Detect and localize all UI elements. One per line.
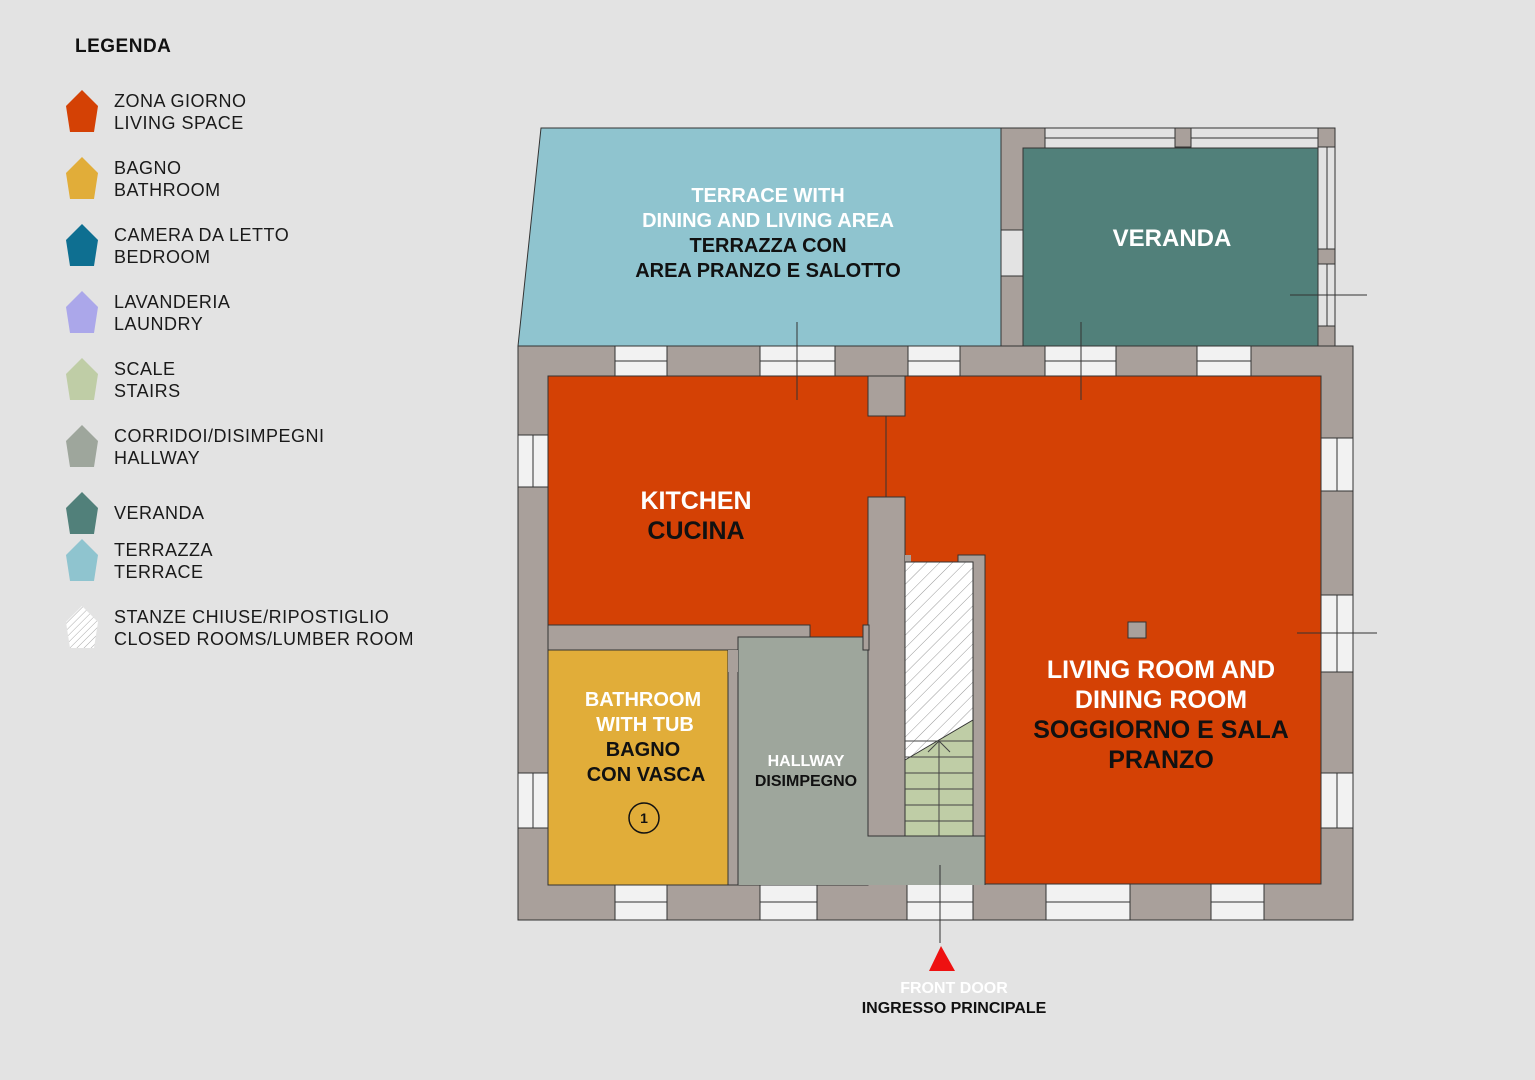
pentagon-swatch-icon (66, 606, 98, 648)
legend-label-en: BEDROOM (114, 247, 211, 267)
pentagon-swatch-icon (66, 291, 98, 333)
bathroom-label-en: BATHROOM (585, 689, 701, 711)
legend-label-en: CLOSED ROOMS/LUMBER ROOM (114, 629, 415, 649)
terrace-label-en: DINING AND LIVING AREA (642, 210, 894, 232)
legend-label-it: VERANDA (114, 503, 205, 523)
legend-title: LEGENDA (75, 36, 172, 57)
bathroom-label-it: CON VASCA (587, 764, 706, 786)
legend-label-it: STANZE CHIUSE/RIPOSTIGLIO (114, 607, 390, 627)
front-door-arrow-icon (929, 946, 955, 971)
legend-label-en: LAUNDRY (114, 314, 204, 334)
legend-label-it: LAVANDERIA (114, 292, 231, 312)
veranda-label: VERANDA (1113, 225, 1232, 252)
pentagon-swatch-icon (66, 358, 98, 400)
legend-label-en: BATHROOM (114, 180, 221, 200)
kitchen-label-en: KITCHEN (640, 487, 751, 515)
legend-label-en: STAIRS (114, 381, 181, 401)
living-label-it: SOGGIORNO E SALA (1033, 716, 1289, 744)
bathroom-label-it: BAGNO (606, 739, 680, 761)
pentagon-swatch-icon (66, 90, 98, 132)
pentagon-swatch-icon (66, 539, 98, 581)
interior-wall (867, 496, 906, 837)
legend-label-it: CORRIDOI/DISIMPEGNI (114, 426, 325, 446)
veranda-area (1022, 147, 1319, 347)
front-door-label-en: FRONT DOOR (900, 980, 1008, 997)
legend-label-it: CAMERA DA LETTO (114, 225, 290, 245)
pentagon-swatch-icon (66, 157, 98, 199)
kitchen-label-it: CUCINA (647, 517, 744, 545)
legend-label-it: SCALE (114, 359, 176, 379)
bathroom-number: 1 (640, 810, 648, 826)
legend-label-en: TERRACE (114, 562, 204, 582)
living-label-it: PRANZO (1108, 746, 1214, 774)
column (1127, 621, 1147, 639)
stair-treads (905, 740, 973, 836)
living-label-en: LIVING ROOM AND (1047, 656, 1275, 684)
front-door-label-it: INGRESSO PRINCIPALE (862, 1000, 1047, 1017)
pentagon-swatch-icon (66, 224, 98, 266)
living-label-en: DINING ROOM (1075, 686, 1247, 714)
legend-label-en: HALLWAY (114, 448, 201, 468)
legend-label-en: LIVING SPACE (114, 113, 244, 133)
bathroom-area (547, 649, 729, 886)
legend-label-it: TERRAZZA (114, 540, 214, 560)
bathroom-label-en: WITH TUB (596, 714, 694, 736)
pentagon-swatch-icon (66, 492, 98, 534)
legend-item: VERANDA (64, 490, 205, 536)
bathroom-number-badge (628, 802, 660, 834)
terrace-label-it: TERRAZZA CON (689, 235, 846, 257)
interior-pillar (867, 375, 906, 417)
legend-label-it: ZONA GIORNO (114, 91, 247, 111)
terrace-label-en: TERRACE WITH (691, 185, 844, 207)
pentagon-swatch-icon (66, 425, 98, 467)
hallway-label-it: DISIMPEGNO (755, 773, 857, 790)
hallway-label-en: HALLWAY (768, 753, 845, 770)
legend-label-it: BAGNO (114, 158, 182, 178)
terrace-label-it: AREA PRANZO E SALOTTO (635, 260, 901, 282)
